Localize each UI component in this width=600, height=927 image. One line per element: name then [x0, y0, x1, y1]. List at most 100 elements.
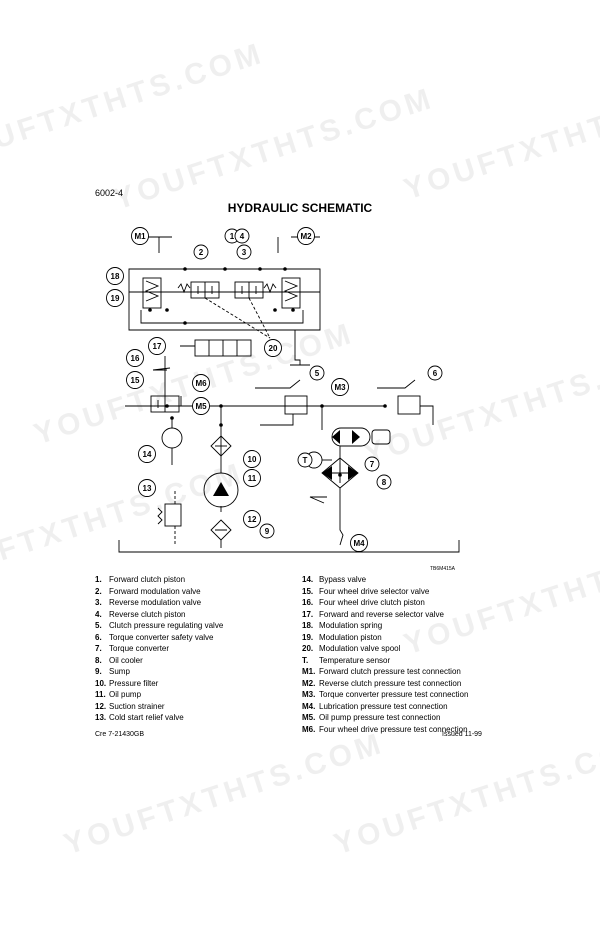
legend-key: M3.: [302, 690, 316, 699]
callout-bubble: [264, 339, 282, 357]
callout-label: 1: [230, 232, 235, 241]
legend-text: Pressure filter: [109, 678, 159, 688]
legend-item: 15.Four wheel drive selector valve: [302, 586, 468, 598]
legend-key: 9.: [95, 667, 102, 676]
watermark: YOUFTXTHTS.COM: [0, 36, 269, 172]
callout-label: 10: [248, 455, 257, 464]
legend-text: Four wheel drive clutch piston: [319, 598, 425, 607]
callout-label: 18: [111, 272, 120, 281]
callout-bubble: [364, 456, 380, 472]
legend-item: M1.Forward clutch pressure test connecti…: [302, 666, 468, 678]
legend-key: M5.: [302, 713, 316, 722]
watermark: YOUFTXTHTS.COM: [110, 81, 439, 217]
callout-bubble: [234, 228, 250, 244]
callout-label: M1: [134, 232, 146, 241]
callout-bubble: [106, 289, 124, 307]
callout-label: 9: [265, 527, 270, 536]
callout-label: 19: [111, 294, 120, 303]
callout-bubble: [427, 365, 443, 381]
legend-key: M2.: [302, 678, 316, 688]
legend-item: 14.Bypass valve: [302, 574, 468, 586]
legend-item: 19.Modulation piston: [302, 632, 468, 644]
legend-key: 2.: [95, 586, 102, 596]
callout-label: 4: [240, 232, 245, 241]
legend-text: Torque converter pressure test connectio…: [319, 690, 469, 699]
legend-text: Sump: [109, 667, 130, 676]
callout-label: 3: [242, 248, 247, 257]
legend-key: 16.: [302, 598, 314, 607]
callout-label: 5: [315, 369, 320, 378]
legend-text: Torque converter safety valve: [109, 632, 214, 642]
callout-label: 14: [143, 450, 152, 459]
callout-bubble: [131, 227, 149, 245]
legend-key: M6.: [302, 724, 316, 734]
legend-text: Oil pump pressure test connection: [319, 713, 441, 722]
callout-bubble: [350, 534, 368, 552]
callout-label: M5: [195, 402, 207, 411]
legend-item: 18. Modulation spring: [302, 620, 468, 632]
legend-key: 4.: [95, 609, 102, 619]
callout-label: M4: [353, 539, 365, 548]
watermark: YOUFTXTHTS.COM: [330, 726, 600, 862]
document-code: Cre 7-21430GB: [95, 731, 145, 738]
callout-label: T: [303, 456, 308, 465]
page-number: 6002-4: [95, 188, 124, 198]
callout-label: 15: [131, 376, 140, 385]
callout-bubble: [126, 371, 144, 389]
callout-label: 7: [370, 460, 375, 469]
legend-key: 3.: [95, 598, 102, 607]
legend-item: 13.Cold start relief valve: [95, 712, 223, 724]
legend-text: Forward and reverse selector valve: [319, 609, 444, 619]
legend-key: 13.: [95, 713, 107, 722]
callout-label: 11: [248, 474, 257, 483]
callout-bubble: [106, 267, 124, 285]
callout-label: 6: [433, 369, 438, 378]
callout-label: 17: [153, 342, 162, 351]
legend-item: 10.Pressure filter: [95, 678, 223, 690]
legend-item: 9. Sump: [95, 666, 223, 678]
legend-key: 18.: [302, 621, 314, 630]
legend-item: 17.Forward and reverse selector valve: [302, 609, 468, 621]
legend-text: Forward modulation valve: [109, 586, 201, 596]
legend-text: Oil pump: [109, 690, 142, 699]
callout-label: M6: [195, 379, 207, 388]
legend-key: M1.: [302, 667, 316, 676]
legend-key: 8.: [95, 655, 102, 665]
legend-item: 4.Reverse clutch piston: [95, 609, 223, 621]
legend-item: M4.Lubrication pressure test connection: [302, 701, 468, 713]
callout-label: 2: [199, 248, 204, 257]
legend-text: Modulation valve spool: [319, 644, 401, 653]
callout-bubble: [376, 474, 392, 490]
legend-text: Forward clutch pressure test connection: [319, 667, 461, 676]
callout-bubble: [259, 523, 275, 539]
callout-bubble: [236, 244, 252, 260]
legend-key: 20.: [302, 644, 314, 653]
callout-bubble: [243, 469, 261, 487]
legend-text: Cold start relief valve: [109, 713, 184, 722]
legend-item: 12.Suction strainer: [95, 701, 223, 713]
watermark: YOUFTXTHTS.COM: [400, 71, 600, 207]
callout-bubble: [297, 227, 315, 245]
callout-label: 12: [248, 515, 257, 524]
legend-item: M6.Four wheel drive pressure test connec…: [302, 724, 468, 736]
page-title: HYDRAULIC SCHEMATIC: [227, 201, 373, 215]
callout-bubble: [192, 397, 210, 415]
legend-text: Modulation spring: [319, 621, 383, 630]
legend-text: Lubrication pressure test connection: [319, 701, 448, 711]
callout-label: M3: [334, 383, 346, 392]
legend-key: M4.: [302, 701, 316, 711]
legend-item: 6.Torque converter safety valve: [95, 632, 223, 644]
legend-text: Temperature sensor: [319, 655, 391, 665]
callout-label: 13: [143, 484, 152, 493]
legend-item: 3.Reverse modulation valve: [95, 597, 223, 609]
legend-item: 16. Four wheel drive clutch piston: [302, 597, 468, 609]
legend-text: Four wheel drive selector valve: [319, 586, 430, 596]
callout-bubble: [331, 378, 349, 396]
legend-item: M2.Reverse clutch pressure test connecti…: [302, 678, 468, 690]
legend-text: Four wheel drive pressure test connectio…: [319, 724, 468, 734]
callout-bubble: [297, 452, 313, 468]
issue-date: Issued 11-99: [442, 731, 482, 738]
